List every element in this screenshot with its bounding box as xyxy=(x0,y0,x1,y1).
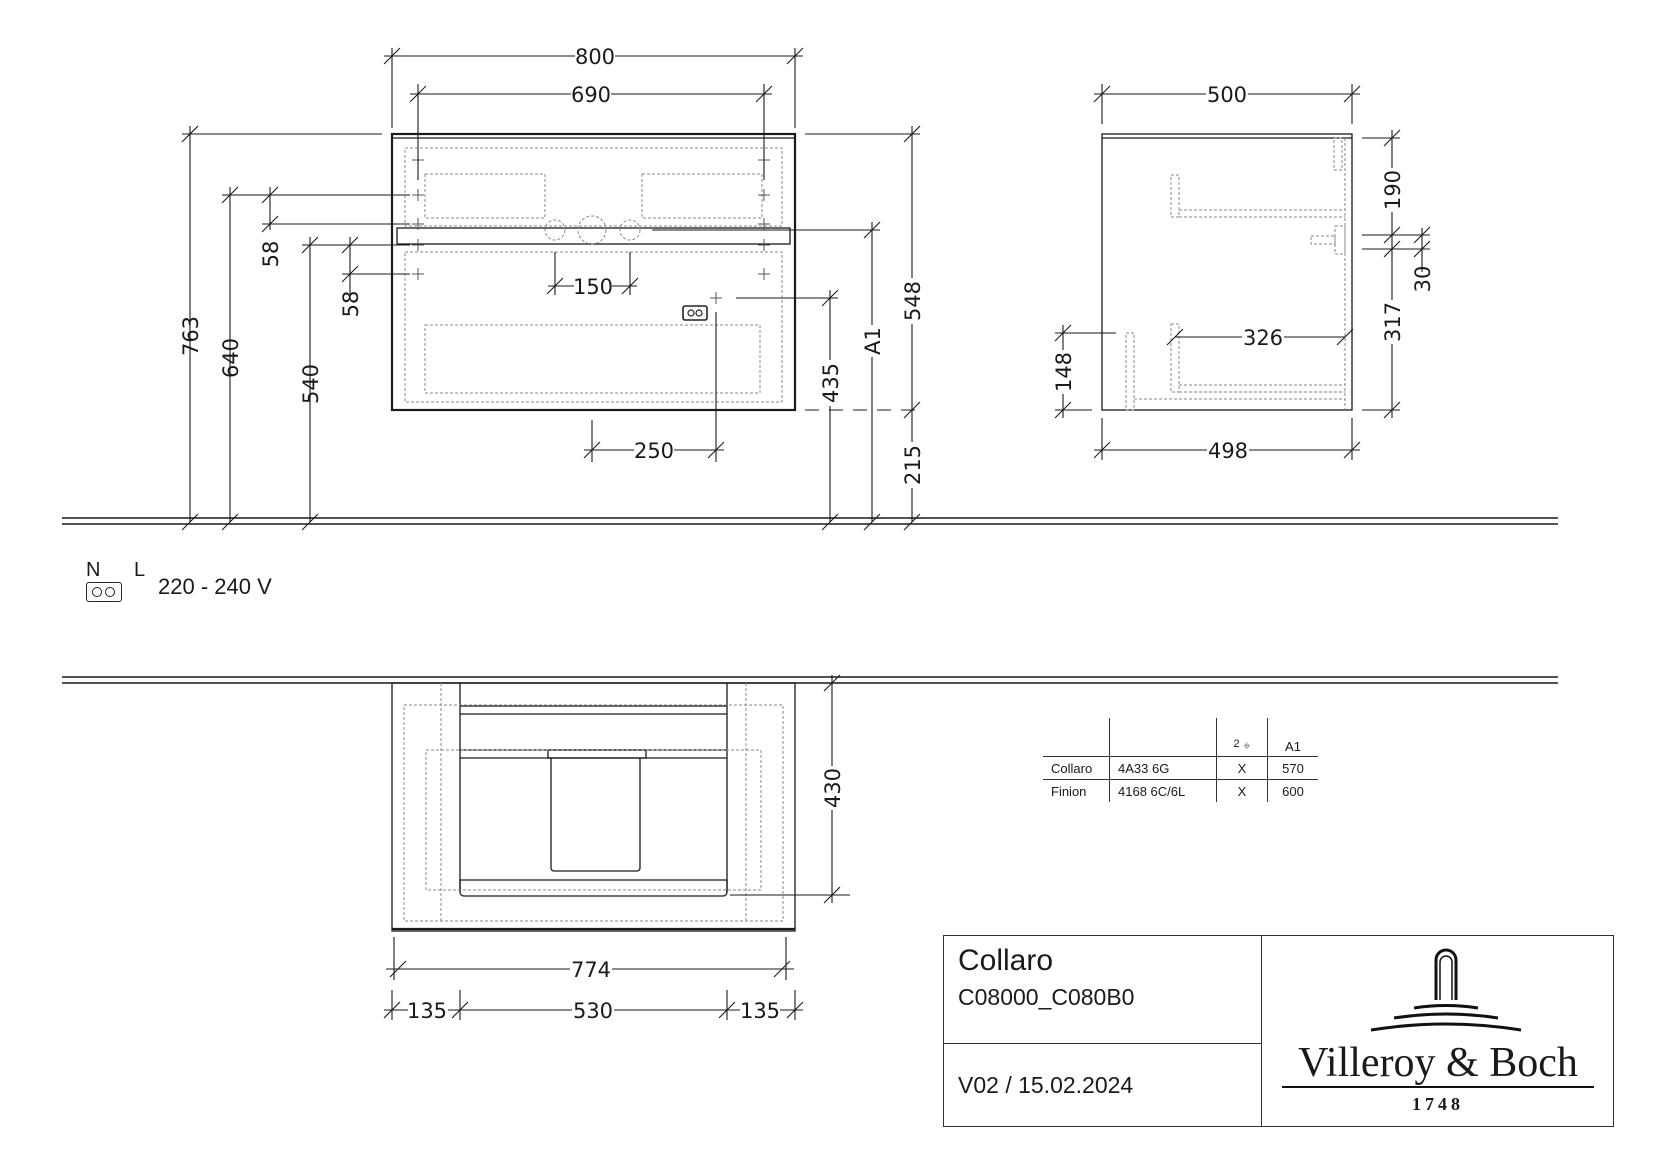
svg-text:215: 215 xyxy=(901,445,925,485)
brand-logo: Villeroy & Boch 1748 xyxy=(1262,936,1613,1126)
floor-line-upper xyxy=(62,517,1558,525)
svg-text:540: 540 xyxy=(299,364,323,404)
svg-text:530: 530 xyxy=(573,999,613,1023)
svg-text:30: 30 xyxy=(1411,266,1435,293)
svg-text:435: 435 xyxy=(819,363,843,403)
plan-view-dimensions: 430 774 135 530 135 xyxy=(383,674,850,1023)
svg-text:190: 190 xyxy=(1381,170,1405,210)
table-row: Finion 4168 6C/6L X 600 xyxy=(1043,779,1318,802)
svg-text:58: 58 xyxy=(339,291,363,318)
front-view-cabinet xyxy=(390,132,797,412)
svg-text:135: 135 xyxy=(407,999,447,1023)
compatibility-table: 2 ⌖ A1 Collaro 4A33 6G X 570 Finion 4168… xyxy=(1043,718,1318,802)
svg-text:430: 430 xyxy=(821,768,845,808)
svg-text:498: 498 xyxy=(1208,439,1248,463)
svg-text:317: 317 xyxy=(1381,302,1405,342)
svg-text:500: 500 xyxy=(1207,83,1247,107)
svg-text:774: 774 xyxy=(571,958,611,982)
voltage-label: 220 - 240 V xyxy=(158,574,272,599)
electrical-connection: N L xyxy=(86,560,159,602)
svg-text:763: 763 xyxy=(179,316,203,356)
svg-text:250: 250 xyxy=(634,439,674,463)
svg-text:A1: A1 xyxy=(861,327,885,355)
svg-text:548: 548 xyxy=(901,281,925,321)
product-name: Collaro xyxy=(958,944,1054,977)
table-row: Collaro 4A33 6G X 570 xyxy=(1043,756,1318,780)
side-view-cabinet xyxy=(1101,133,1353,411)
socket-icon xyxy=(86,582,122,602)
a1-header: A1 xyxy=(1267,718,1318,757)
front-view-dimensions: 800 690 763 640 58 540 58 150 250 xyxy=(179,44,926,531)
villeroy-boch-logo-icon xyxy=(1370,948,1522,1032)
crosshair-icon: ⌖ xyxy=(1243,738,1251,753)
brand-year: 1748 xyxy=(1412,1094,1464,1114)
table-header-row: 2 ⌖ A1 xyxy=(1043,718,1318,757)
side-view-dimensions: 500 498 326 148 190 317 30 xyxy=(1051,82,1435,463)
svg-text:640: 640 xyxy=(219,338,243,378)
svg-text:58: 58 xyxy=(259,241,283,268)
svg-text:135: 135 xyxy=(740,999,780,1023)
mount-point-header: 2 ⌖ xyxy=(1216,718,1268,757)
poles-label: N L xyxy=(86,559,160,581)
svg-text:326: 326 xyxy=(1243,326,1283,350)
plan-view-cabinet xyxy=(391,682,796,932)
socket-icon xyxy=(682,305,708,321)
brand-underline xyxy=(1282,1086,1594,1088)
article-number: C08000_C080B0 xyxy=(958,984,1135,1010)
brand-name: Villeroy & Boch xyxy=(1298,1040,1578,1086)
svg-text:148: 148 xyxy=(1052,352,1076,392)
svg-text:800: 800 xyxy=(575,45,615,69)
title-block: Collaro C08000_C080B0 V02 / 15.02.2024 V… xyxy=(943,935,1614,1127)
floor-line-lower xyxy=(62,676,1558,684)
svg-text:150: 150 xyxy=(573,275,613,299)
revision-date: V02 / 15.02.2024 xyxy=(958,1071,1134,1098)
svg-text:690: 690 xyxy=(571,83,611,107)
